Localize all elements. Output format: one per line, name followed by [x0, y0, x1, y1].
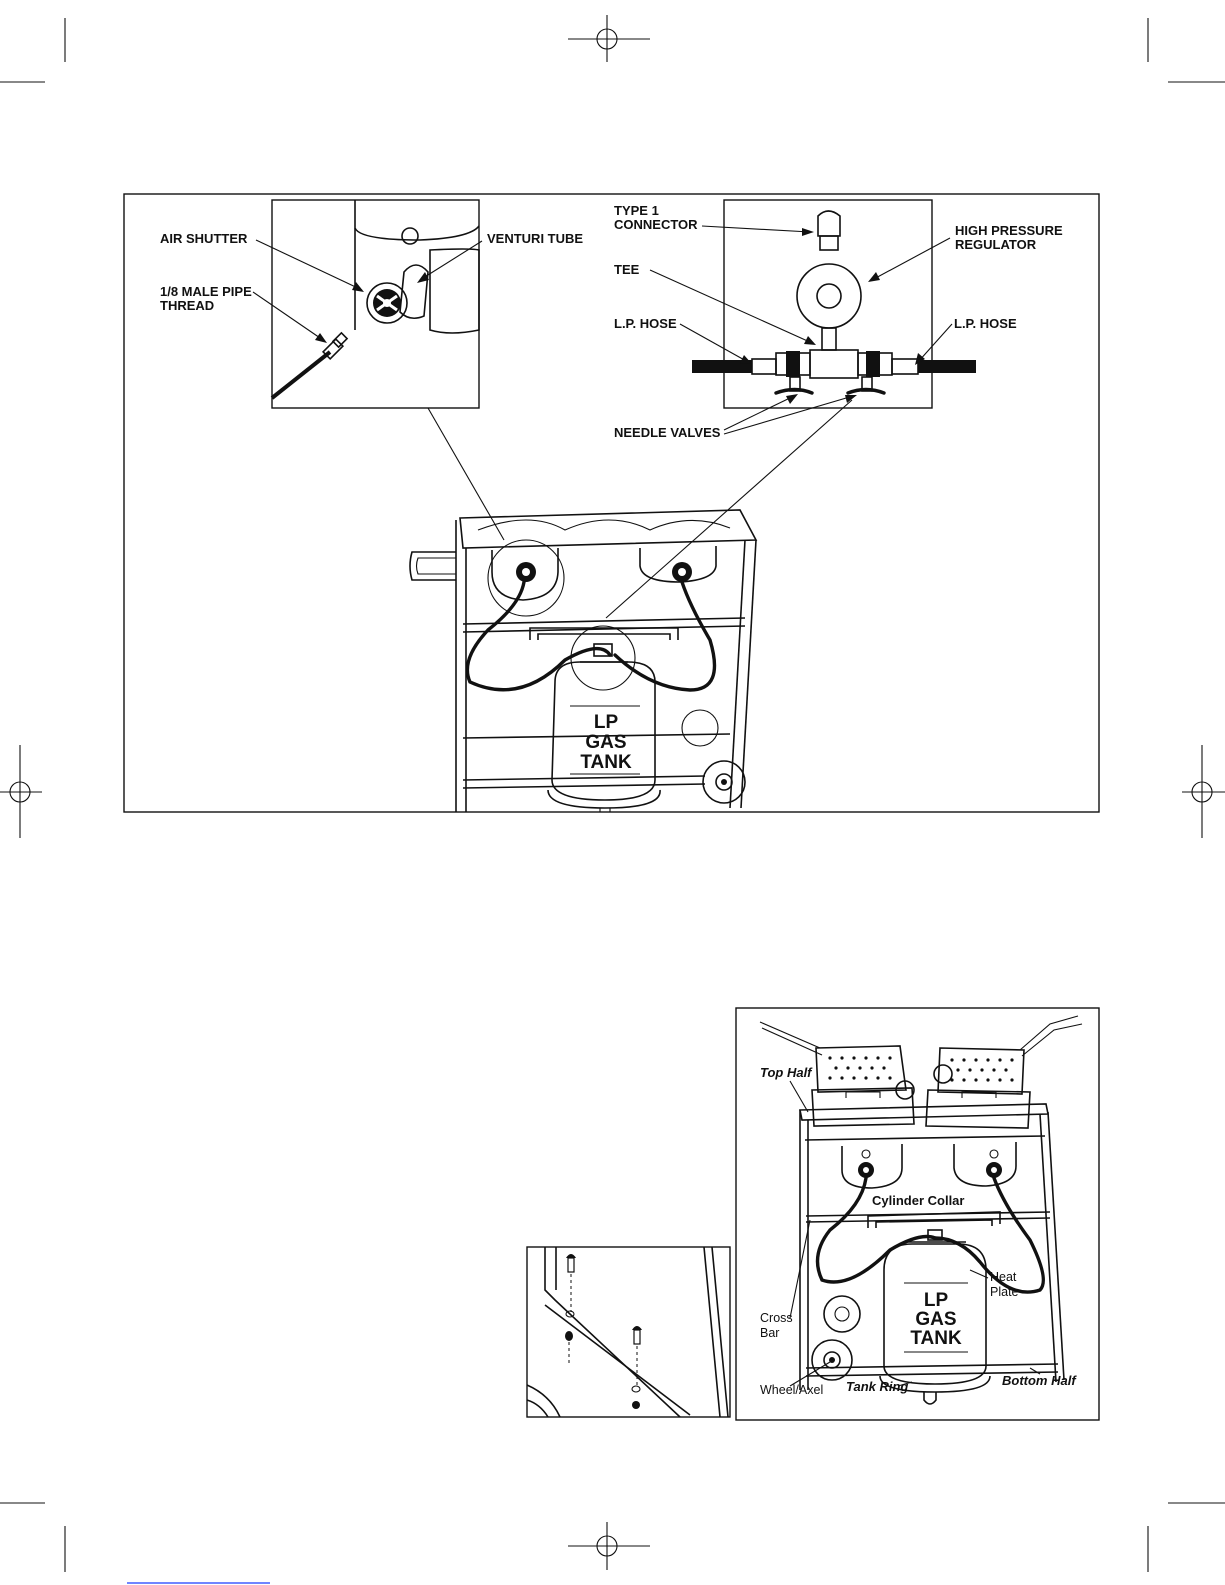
- inset-regulator: [692, 200, 976, 408]
- label-cross-bar-1: Cross: [760, 1311, 793, 1325]
- bottom-tank-label: TANK: [910, 1328, 962, 1349]
- label-bottom-half: Bottom Half: [1002, 1373, 1077, 1388]
- registration-mark-bottom: [568, 1522, 650, 1570]
- crop-marks: [0, 18, 1225, 1572]
- label-tee: TEE: [614, 262, 640, 277]
- label-cross-bar-2: Bar: [760, 1326, 779, 1340]
- label-tank-ring: Tank Ring: [846, 1379, 908, 1394]
- leader-venturi: [428, 408, 504, 540]
- registration-mark-top: [568, 15, 650, 62]
- registration-mark-right: [1182, 745, 1225, 838]
- label-high-pressure-1: HIGH PRESSURE: [955, 223, 1063, 238]
- inset-bolt-assembly: [527, 1247, 730, 1417]
- label-needle-valves: NEEDLE VALVES: [614, 425, 721, 440]
- label-male-pipe-1: 1/8 MALE PIPE: [160, 284, 252, 299]
- label-lp-hose-right: L.P. HOSE: [954, 316, 1017, 331]
- bottom-tank-lp: LP: [924, 1290, 949, 1311]
- top-tank-gas: GAS: [585, 732, 626, 753]
- stove-top-figure: LP GAS TANK: [410, 510, 756, 812]
- inset-venturi-labels: AIR SHUTTER VENTURI TUBE 1/8 MALE PIPE T…: [160, 231, 583, 343]
- inset-venturi: [272, 200, 479, 408]
- label-lp-hose-left: L.P. HOSE: [614, 316, 677, 331]
- label-top-half: Top Half: [760, 1065, 813, 1080]
- label-high-pressure-2: REGULATOR: [955, 237, 1037, 252]
- label-type1-connector-2: CONNECTOR: [614, 217, 698, 232]
- label-venturi-tube: VENTURI TUBE: [487, 231, 583, 246]
- registration-mark-left: [0, 745, 42, 838]
- label-heat-plate-2: Plate: [990, 1285, 1019, 1299]
- label-type1-connector-1: TYPE 1: [614, 203, 659, 218]
- label-cylinder-collar: Cylinder Collar: [872, 1193, 964, 1208]
- label-male-pipe-2: THREAD: [160, 298, 214, 313]
- bottom-tank-gas: GAS: [915, 1309, 956, 1330]
- label-air-shutter: AIR SHUTTER: [160, 231, 248, 246]
- top-tank-label: TANK: [580, 752, 632, 773]
- top-tank-lp: LP: [594, 712, 619, 733]
- label-heat-plate-1: Heat: [990, 1270, 1017, 1284]
